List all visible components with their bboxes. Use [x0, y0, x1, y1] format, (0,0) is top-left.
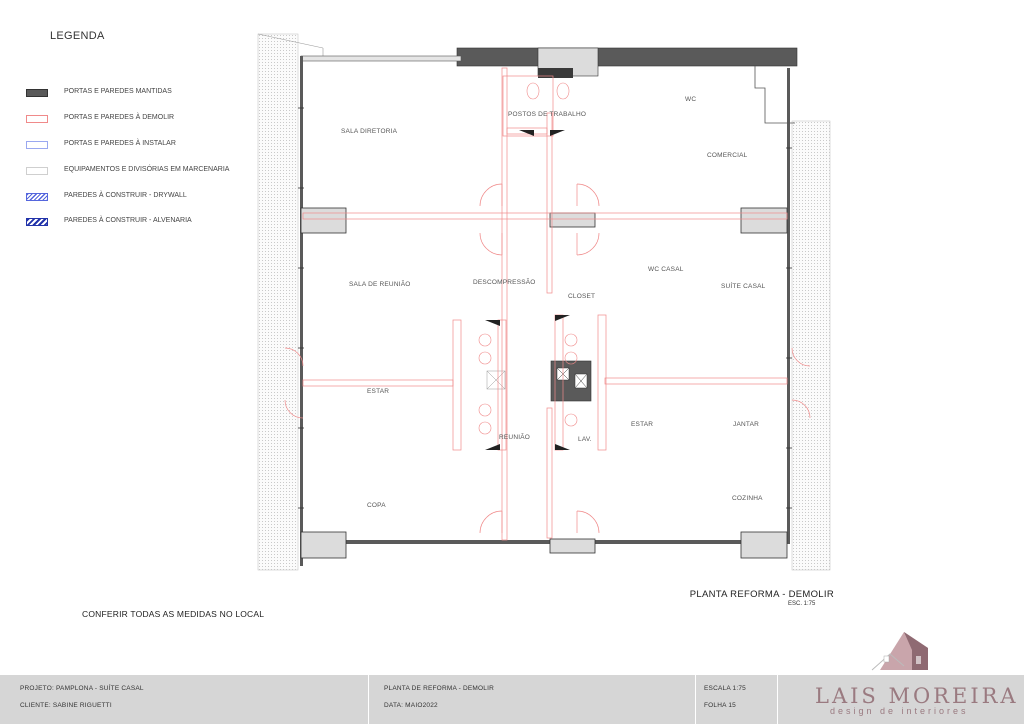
bottom-wall: [300, 540, 790, 544]
legend-label: EQUIPAMENTOS E DIVISÓRIAS EM MARCENARIA: [64, 166, 230, 173]
right-wall: [787, 68, 790, 544]
project-label: PROJETO: PAMPLONA - SUÍTE CASAL: [20, 685, 144, 692]
room-postos-trabalho: POSTOS DE TRABALHO: [508, 111, 587, 118]
room-lav: LAV.: [578, 436, 592, 443]
legend-title: LEGENDA: [50, 30, 105, 42]
plan-title: PLANTA REFORMA - DEMOLIR: [689, 589, 834, 600]
legend-swatch-demolir: [26, 115, 48, 123]
demolish-walls: [302, 67, 788, 541]
legend-label: PORTAS E PAREDES À DEMOLIR: [64, 114, 175, 121]
legend-swatch-drywall: [26, 193, 48, 201]
sanitary-fixtures: [478, 82, 578, 435]
legend-swatch-alvenaria: [26, 218, 48, 226]
pillar: [300, 207, 347, 234]
client-label: CLIENTE: SABINE RIGUETTI: [20, 702, 112, 709]
brand-logo-icon: [871, 632, 928, 671]
room-closet: CLOSET: [568, 293, 596, 300]
legend-swatch-mantidas: [26, 89, 48, 97]
room-sala-diretoria: SALA DIRETORIA: [341, 128, 398, 135]
pillar: [740, 207, 788, 234]
scale-label: ESCALA 1:75: [704, 685, 746, 692]
window-markers: [298, 107, 792, 509]
legend-swatch-instalar: [26, 141, 48, 149]
room-wc-casal: WC CASAL: [648, 266, 684, 273]
demolish-doors: [284, 183, 811, 534]
title-block-scale: ESCALA 1:75 FOLHA 15: [696, 675, 778, 724]
left-wall: [300, 56, 303, 566]
left-facade: [257, 33, 299, 571]
brand-name: LAIS MOREIRA: [815, 684, 1019, 708]
room-suite-casal: SUÍTE CASAL: [721, 283, 766, 290]
pillar: [740, 531, 788, 559]
room-descompressao: DESCOMPRESSÃO: [473, 279, 536, 286]
floor-plan-drawing: [257, 33, 831, 571]
room-estar-right: ESTAR: [631, 421, 654, 428]
brand-subtitle: design de interiores: [830, 706, 969, 716]
right-facade: [791, 120, 831, 571]
legend-swatch-marcenaria: [26, 167, 48, 175]
room-estar-left: ESTAR: [367, 388, 390, 395]
measurement-note: CONFERIR TODAS AS MEDIDAS NO LOCAL: [82, 609, 265, 619]
room-copa: COPA: [367, 502, 386, 509]
pillar: [549, 538, 596, 554]
sheet-title: PLANTA DE REFORMA - DEMOLIR: [384, 685, 495, 692]
title-block: PROJETO: PAMPLONA - SUÍTE CASAL CLIENTE:…: [0, 675, 1024, 724]
room-reuniao: REUNIÃO: [499, 434, 531, 441]
title-block-project: PROJETO: PAMPLONA - SUÍTE CASAL CLIENTE:…: [0, 675, 369, 724]
sheet-date: DATA: MAIO2022: [384, 702, 438, 709]
door-markers: [485, 130, 570, 450]
room-cozinha: COZINHA: [732, 495, 763, 502]
room-jantar: JANTAR: [733, 421, 759, 428]
room-wc: WC: [685, 96, 697, 103]
legend-label: PORTAS E PAREDES À INSTALAR: [64, 140, 176, 147]
legend-label: PORTAS E PAREDES MANTIDAS: [64, 88, 172, 95]
room-comercial: COMERCIAL: [707, 152, 748, 159]
legend-label: PAREDES À CONSTRUIR - ALVENARIA: [64, 217, 192, 224]
sheet-number: FOLHA 15: [704, 702, 736, 709]
legend-label: PAREDES À CONSTRUIR - DRYWALL: [64, 192, 187, 199]
pillar: [300, 531, 347, 559]
plan-scale: ESC. 1:75: [788, 601, 816, 607]
room-sala-reuniao: SALA DE REUNIÃO: [349, 281, 411, 288]
floor-plan: SALA DIRETORIA POSTOS DE TRABALHO WC COM…: [255, 28, 835, 573]
title-block-sheet: PLANTA DE REFORMA - DEMOLIR DATA: MAIO20…: [369, 675, 696, 724]
top-wall: [456, 47, 798, 67]
pillar: [549, 212, 596, 228]
